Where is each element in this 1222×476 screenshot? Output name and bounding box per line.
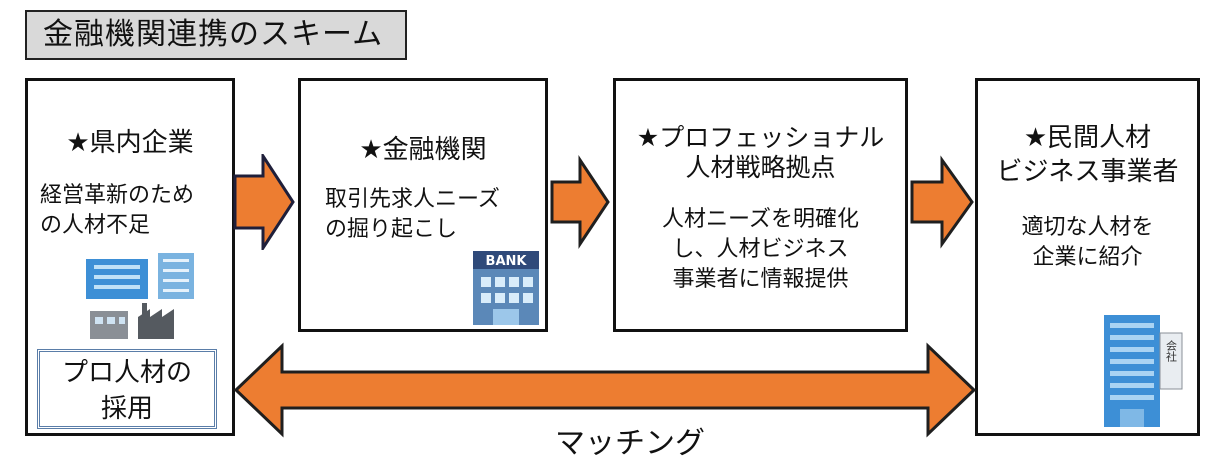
pro-hub-heading: ★プロフェッショナル 人材戦略拠点 (636, 123, 885, 182)
bank-text: 取引先求人ニーズ の掘り起こし (325, 187, 500, 242)
arrow-company-to-bank (233, 154, 295, 250)
page-title: 金融機関連携のスキーム (25, 10, 407, 60)
arrow-pro-hub-to-private (910, 155, 974, 249)
office-buildings-icon (86, 253, 194, 339)
private-talent-text: 適切な人材を 企業に紹介 (1021, 215, 1154, 270)
private-talent-box: ★民間人材 ビジネス事業者 適切な人材を 企業に紹介 会社 (975, 78, 1200, 436)
company-box: ★県内企業 経営革新のため の人材不足 プロ人材の 採用 (25, 78, 235, 436)
company-heading: ★県内企業 (66, 128, 194, 158)
bank-building-icon: BANK (473, 251, 539, 325)
matching-double-arrow (233, 342, 977, 438)
bank-box: ★金融機関 取引先求人ニーズ の掘り起こし BANK (298, 78, 548, 332)
pro-hub-text: 人材ニーズを明確化 し、人材ビジネス 事業者に情報提供 (662, 207, 859, 292)
private-talent-heading: ★民間人材 ビジネス事業者 (996, 123, 1179, 187)
bank-sign-text: BANK (486, 254, 528, 269)
matching-label: マッチング (555, 426, 705, 461)
pro-hub-box: ★プロフェッショナル 人材戦略拠点 人材ニーズを明確化 し、人材ビジネス 事業者… (613, 78, 908, 332)
bank-heading: ★金融機関 (359, 135, 487, 165)
company-sign-text: 会社 (1165, 340, 1178, 363)
hire-pro-talent-label: プロ人材の 採用 (37, 349, 217, 429)
company-building-icon: 会社 (1104, 315, 1183, 427)
company-text: 経営革新のため の人材不足 (40, 183, 195, 238)
arrow-bank-to-pro-hub (550, 155, 610, 249)
